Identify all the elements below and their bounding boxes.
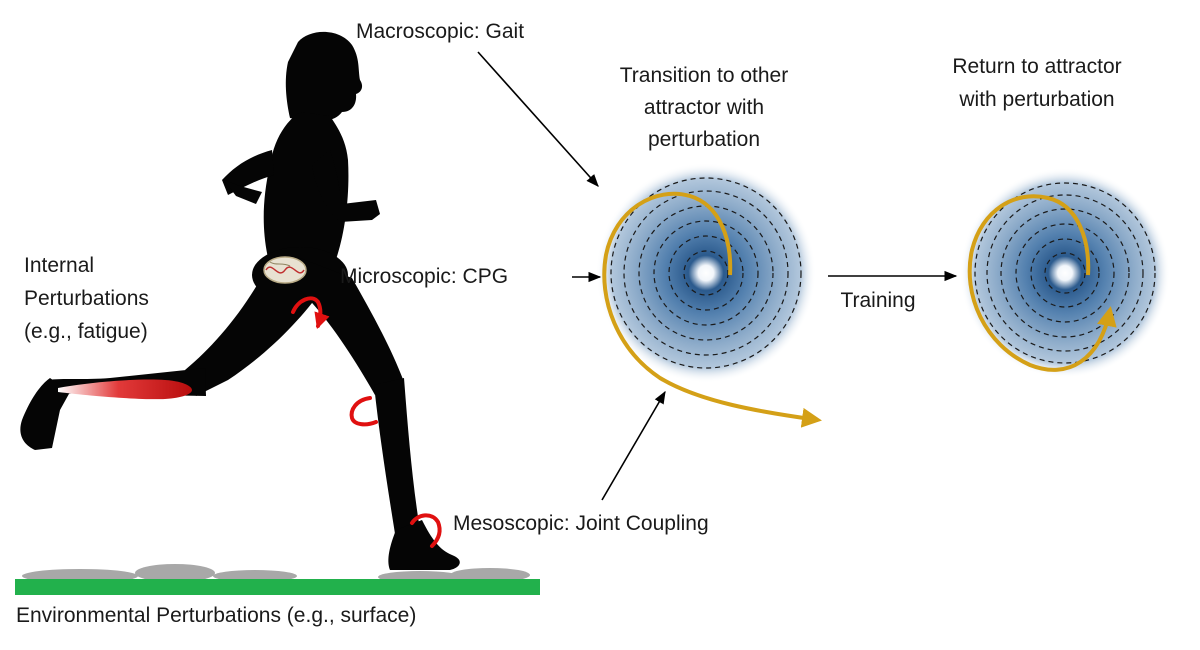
trajectory-escape xyxy=(602,191,822,428)
label-return-line2: with perturbation xyxy=(958,88,1114,111)
label-return-line1: Return to attractor xyxy=(952,55,1121,78)
label-microscopic: Microscopic: CPG xyxy=(340,265,508,288)
label-environmental: Environmental Perturbations (e.g., surfa… xyxy=(16,604,416,627)
attractor-basin-transition xyxy=(596,163,822,428)
label-transition-line1: Transition to other xyxy=(620,64,788,87)
attractor-basin-return xyxy=(960,168,1170,378)
label-transition-line2: attractor with xyxy=(644,96,764,119)
label-macroscopic: Macroscopic: Gait xyxy=(356,20,524,43)
joint-rotation-arrow-icon-ankle xyxy=(410,513,442,548)
trajectory-return xyxy=(967,194,1117,372)
joint-rotation-arrow-icon-knee xyxy=(349,396,378,427)
label-internal-line2: Perturbations xyxy=(24,287,149,310)
fatigued-muscle-icon xyxy=(58,379,192,400)
neural-oscillator-icon xyxy=(263,256,307,284)
ground-bar xyxy=(15,579,540,595)
arrow-mesoscopic xyxy=(601,390,666,501)
label-training: Training xyxy=(840,289,915,312)
label-internal-line3: (e.g., fatigue) xyxy=(24,320,148,343)
label-internal-line1: Internal xyxy=(24,254,94,277)
label-transition-line3: perturbation xyxy=(648,128,760,151)
label-mesoscopic: Mesoscopic: Joint Coupling xyxy=(453,512,709,535)
arrow-macroscopic xyxy=(477,51,599,187)
joint-rotation-arrow-icon-hip xyxy=(291,296,330,330)
ground-surface xyxy=(15,564,540,595)
